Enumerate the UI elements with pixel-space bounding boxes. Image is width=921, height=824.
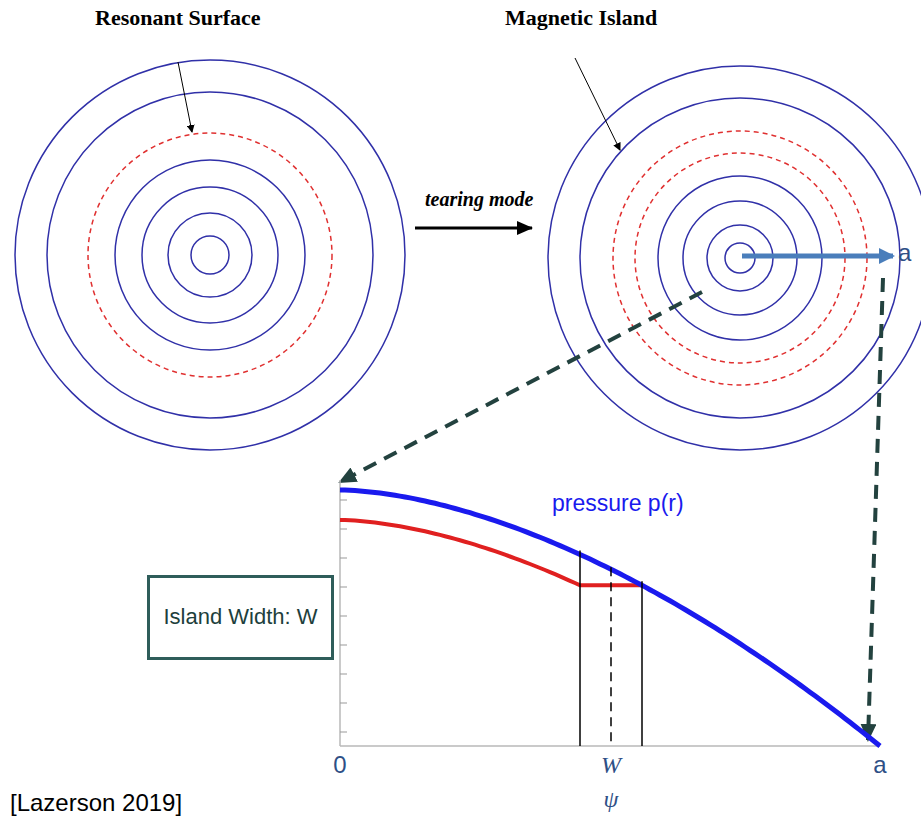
leader-line xyxy=(575,58,620,150)
zoom-line xyxy=(868,278,883,740)
axis-label: 0 xyxy=(333,752,346,778)
callout-text: Island Width: W xyxy=(163,605,317,629)
heading-label: Resonant Surface xyxy=(95,6,261,30)
heading-label: Magnetic Island xyxy=(505,6,657,30)
transition-arrow xyxy=(415,227,532,230)
leader-line xyxy=(178,62,192,132)
flux-surfaces-left xyxy=(15,60,405,450)
plot-axes xyxy=(340,480,880,746)
axis-label: a xyxy=(873,752,886,778)
axis-label: W xyxy=(601,752,621,778)
citation: [Lazerson 2019] xyxy=(10,790,182,816)
resonant-surface xyxy=(88,133,332,377)
flux-surfaces-right xyxy=(548,66,921,450)
pressure-curve xyxy=(340,490,880,746)
axis-label: a xyxy=(898,240,911,266)
callout-box: Island Width: W xyxy=(147,575,334,660)
flattened-pressure-curve xyxy=(340,520,642,585)
axis-label: ψ xyxy=(604,786,619,812)
radius-arrow xyxy=(742,254,893,259)
zoom-line xyxy=(340,292,702,482)
axis-ticks xyxy=(340,500,347,732)
island-boundaries xyxy=(580,551,642,747)
transition-label: tearing mode xyxy=(425,188,533,210)
curve-label: pressure p(r) xyxy=(552,491,684,516)
